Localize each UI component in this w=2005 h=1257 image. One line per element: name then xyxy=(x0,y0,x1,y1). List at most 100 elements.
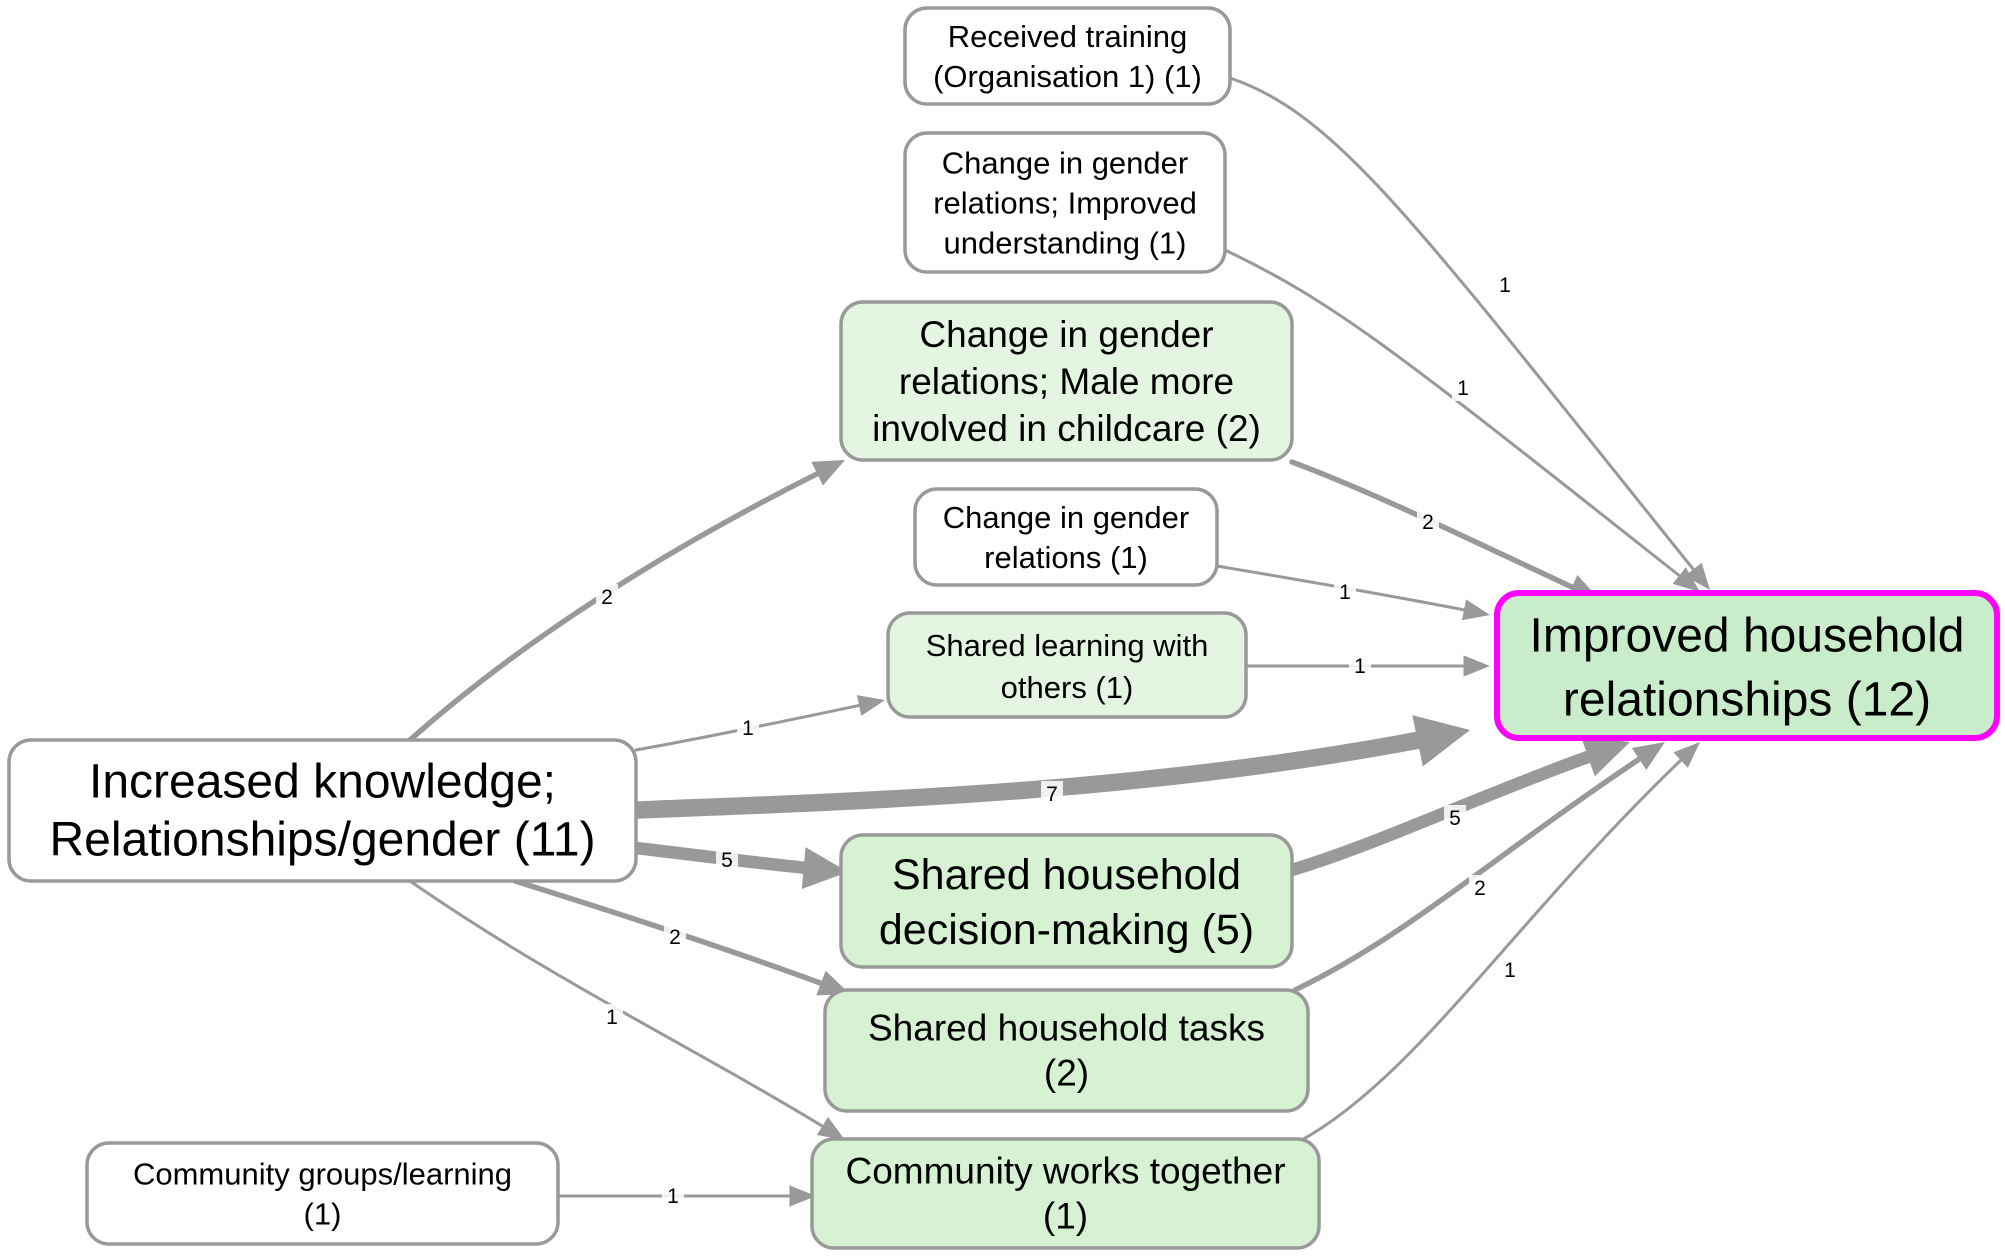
edge-label-bg-8 xyxy=(716,847,738,873)
edge-increased-knowledge-to-community-together xyxy=(408,879,847,1142)
arrowhead-increased-knowledge-to-shared-learning xyxy=(856,695,885,716)
edge-label-community-together-to-improved-relationships: 1 xyxy=(1504,959,1516,982)
edge-label-bg-10 xyxy=(601,1004,623,1030)
node-gender-improved-understanding[interactable]: Change in gender relations; Improved under… xyxy=(903,131,1227,274)
arrowhead-shared-learning-to-improved-relationships xyxy=(1463,655,1490,677)
arrowhead-community-groups-to-community-together xyxy=(789,1185,816,1207)
arrowhead-increased-knowledge-to-community-together xyxy=(816,1117,845,1140)
edge-label-bg-2 xyxy=(1417,509,1439,535)
edge-label-increased-knowledge-to-shared-learning: 1 xyxy=(742,717,754,740)
edge-increased-knowledge-to-shared-decision-making xyxy=(629,841,855,879)
edge-label-gender-male-childcare-to-improved-relationships: 2 xyxy=(1422,511,1434,534)
arrowhead-received-training-to-improved-relationships xyxy=(1685,562,1710,590)
edge-label-shared-decision-making-to-improved-relationships: 5 xyxy=(1449,807,1461,830)
arrowhead-community-together-to-improved-relationships xyxy=(1673,742,1700,768)
edge-label-community-groups-to-community-together: 1 xyxy=(667,1185,679,1208)
edge-label-bg-7 xyxy=(1041,781,1063,807)
node-label-shared-learning-line-1: Shared learning with xyxy=(926,628,1209,663)
node-label-gender-male-childcare-line-3: involved in childcare (2) xyxy=(872,408,1261,449)
node-label-increased-knowledge-line-2: Relationships/gender (11) xyxy=(49,814,595,867)
edge-label-increased-knowledge-to-shared-tasks: 2 xyxy=(669,926,681,949)
edge-label-gender-relations-to-improved-relationships: 1 xyxy=(1339,581,1351,604)
node-box-received-training xyxy=(903,6,1232,106)
edge-label-bg-3 xyxy=(1334,579,1356,605)
node-increased-knowledge[interactable]: Increased knowledge;Relationships/gender… xyxy=(7,738,638,883)
edge-label-gender-improved-understanding-to-improved-relationships: 1 xyxy=(1457,377,1469,400)
node-box-shared-decision-making xyxy=(839,833,1294,969)
node-label-gender-male-childcare-line-2: relations; Male more xyxy=(899,361,1234,402)
node-box-improved-relationships xyxy=(1494,590,2000,741)
edge-label-received-training-to-improved-relationships: 1 xyxy=(1499,274,1511,297)
node-label-shared-tasks-line-1: Shared household tasks xyxy=(868,1008,1265,1049)
edge-label-bg-6 xyxy=(737,715,759,741)
edge-increased-knowledge-to-gender-male-childcare xyxy=(407,457,848,743)
edge-label-increased-knowledge-to-improved-relationships: 7 xyxy=(1046,783,1058,806)
node-box-shared-learning xyxy=(886,611,1248,719)
arrowhead-shared-tasks-to-improved-relationships xyxy=(1631,742,1665,771)
node-label-gender-relations-line-2: relations (1) xyxy=(984,540,1148,575)
edge-increased-knowledge-to-shared-tasks xyxy=(512,878,853,997)
node-label-increased-knowledge-line-1: Increased knowledge; xyxy=(89,756,556,809)
node-label-received-training-line-2: (Organisation 1) (1) xyxy=(933,59,1202,94)
node-label-shared-decision-making-line-2: decision-making (5) xyxy=(879,906,1254,954)
arrowhead-gender-relations-to-improved-relationships xyxy=(1461,599,1490,621)
node-shared-tasks[interactable]: Shared household tasks(2) xyxy=(823,988,1310,1113)
node-received-training[interactable]: Received training (Organisation 1) (1) xyxy=(903,6,1232,106)
node-label-gender-relations-line-1: Change in gender xyxy=(943,500,1189,535)
edge-label-bg-11 xyxy=(1444,805,1466,831)
node-community-groups[interactable]: Community groups/learning (1) xyxy=(85,1141,560,1246)
node-label-gender-male-childcare-line-1: Change in gender xyxy=(919,314,1213,355)
node-label-community-together-line-1: Community works together xyxy=(845,1151,1285,1192)
edge-label-bg-0 xyxy=(1494,272,1516,298)
node-box-gender-male-childcare xyxy=(839,300,1294,462)
node-label-community-together-line-2: (1) xyxy=(1043,1196,1088,1237)
node-label-shared-decision-making-line-1: Shared household xyxy=(892,851,1241,899)
node-label-improved-relationships-line-1: Improved household xyxy=(1530,609,1965,662)
node-gender-male-childcare[interactable]: Change in gender relations; Male more invo… xyxy=(839,300,1294,462)
edge-label-bg-4 xyxy=(1349,653,1371,679)
node-label-community-groups-line-2: (1) xyxy=(304,1197,342,1232)
edge-increased-knowledge-to-shared-learning xyxy=(634,698,887,752)
node-label-shared-learning-line-2: others (1) xyxy=(1001,670,1134,705)
node-label-received-training-line-1: Received training xyxy=(948,19,1188,54)
node-label-improved-relationships-line-2: relationships (12) xyxy=(1563,673,1931,726)
edge-label-increased-knowledge-to-gender-male-childcare: 2 xyxy=(601,586,613,609)
edge-community-together-to-improved-relationships xyxy=(1298,740,1702,1143)
node-community-together[interactable]: Community works together(1) xyxy=(810,1137,1321,1250)
node-label-gender-improved-understanding-line-1: Change in gender xyxy=(942,146,1188,181)
node-box-increased-knowledge xyxy=(7,738,638,883)
edge-label-bg-5 xyxy=(596,584,618,610)
node-box-community-together xyxy=(810,1137,1321,1250)
node-box-community-groups xyxy=(85,1141,560,1246)
node-shared-learning[interactable]: Shared learning with others (1) xyxy=(886,611,1248,719)
edge-label-bg-9 xyxy=(664,924,686,950)
edge-shared-tasks-to-improved-relationships xyxy=(1292,739,1668,993)
arrowhead-shared-decision-making-to-improved-relationships xyxy=(1581,736,1630,777)
edge-label-bg-13 xyxy=(1499,957,1521,983)
edge-label-shared-learning-to-improved-relationships: 1 xyxy=(1354,655,1366,678)
nodes-layer: Received training (Organisation 1) (1) Cha… xyxy=(7,6,2000,1250)
node-label-gender-improved-understanding-line-3: understanding (1) xyxy=(944,226,1187,261)
edge-label-increased-knowledge-to-community-together: 1 xyxy=(606,1006,618,1029)
edge-received-training-to-improved-relationships xyxy=(1228,76,1712,592)
arrowhead-increased-knowledge-to-shared-decision-making xyxy=(801,847,848,889)
node-label-community-groups-line-1: Community groups/learning xyxy=(133,1157,512,1192)
node-gender-relations[interactable]: Change in gender relations (1) xyxy=(913,487,1219,587)
arrowhead-gender-improved-understanding-to-improved-relationships xyxy=(1672,567,1700,592)
node-label-gender-improved-understanding-line-2: relations; Improved xyxy=(933,186,1197,221)
edge-label-bg-14 xyxy=(662,1183,684,1209)
node-shared-decision-making[interactable]: Shared household decision-making (5) xyxy=(839,833,1294,969)
node-label-shared-tasks-line-2: (2) xyxy=(1044,1053,1089,1094)
edge-label-increased-knowledge-to-shared-decision-making: 5 xyxy=(721,849,733,872)
node-box-shared-tasks xyxy=(823,988,1310,1113)
arrowhead-increased-knowledge-to-gender-male-childcare xyxy=(811,460,845,486)
node-improved-relationships[interactable]: Improved household relationships (12) xyxy=(1494,590,2000,741)
node-box-gender-improved-understanding xyxy=(903,131,1227,274)
edge-label-bg-1 xyxy=(1452,375,1474,401)
edge-label-shared-tasks-to-improved-relationships: 2 xyxy=(1474,877,1486,900)
arrowhead-increased-knowledge-to-improved-relationships xyxy=(1412,715,1470,767)
edge-label-bg-12 xyxy=(1469,875,1491,901)
edge-gender-improved-understanding-to-improved-relationships xyxy=(1223,248,1702,594)
node-box-gender-relations xyxy=(913,487,1219,587)
